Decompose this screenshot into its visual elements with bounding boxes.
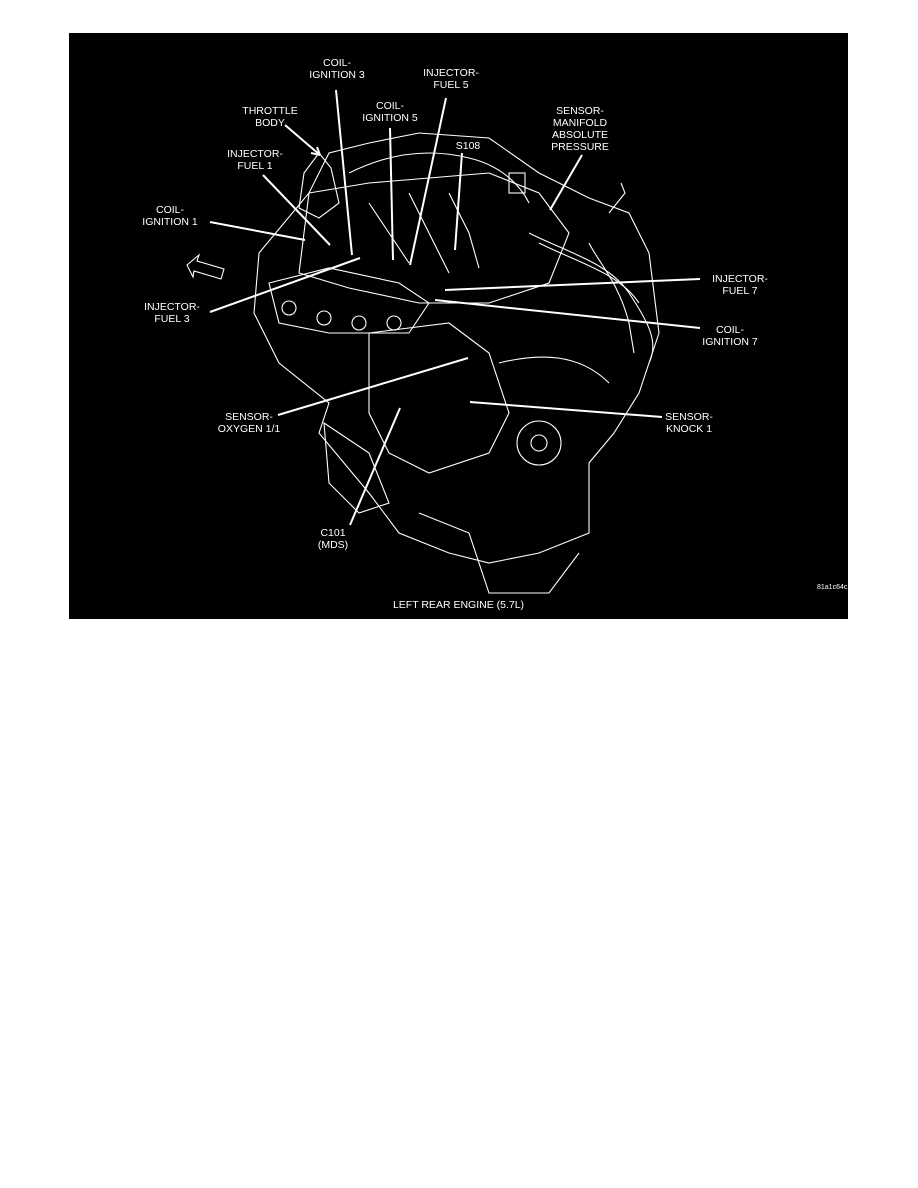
engine-outline — [253, 132, 660, 594]
label-coil-ignition-7: COIL-IGNITION 7 — [702, 324, 758, 348]
label-c101: C101(MDS) — [317, 527, 349, 551]
label-injector-fuel-5: INJECTOR-FUEL 5 — [423, 67, 479, 91]
label-coil-ignition-5: COIL-IGNITION 5 — [362, 100, 418, 124]
front-direction-arrow-icon — [186, 253, 225, 280]
figure-code: 81a1c64c — [817, 584, 848, 591]
label-sensor-knock: SENSOR-KNOCK 1 — [665, 411, 713, 435]
figure-caption: LEFT REAR ENGINE (5.7L) — [392, 599, 525, 611]
label-coil-ignition-3: COIL-IGNITION 3 — [309, 57, 365, 81]
label-injector-fuel-3: INJECTOR-FUEL 3 — [144, 301, 200, 325]
label-s108: S108 — [455, 140, 481, 152]
label-injector-fuel-1: INJECTOR-FUEL 1 — [227, 148, 283, 172]
label-coil-ignition-1: COIL-IGNITION 1 — [142, 204, 198, 228]
label-injector-fuel-7: INJECTOR-FUEL 7 — [712, 273, 768, 297]
engine-illustration — [186, 89, 701, 594]
leader-lines — [209, 89, 701, 526]
engine-diagram: COIL-IGNITION 3 INJECTOR-FUEL 5 THROTTLE… — [69, 33, 848, 619]
label-sensor-oxygen: SENSOR-OXYGEN 1/1 — [217, 411, 281, 435]
